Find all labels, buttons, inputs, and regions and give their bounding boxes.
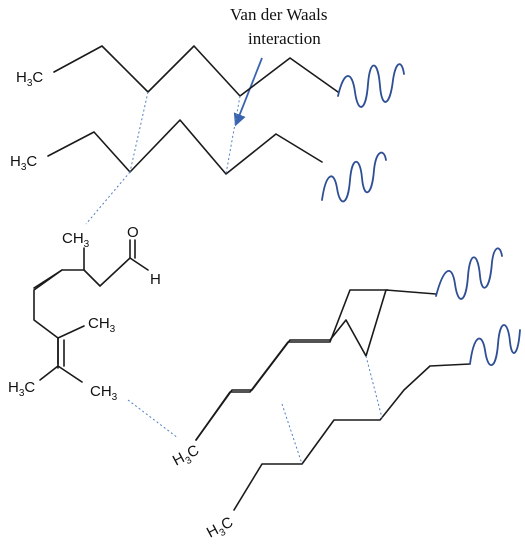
second-chain-methyl-label: H3C	[10, 153, 37, 173]
oxygen-label: O	[127, 224, 139, 241]
vdw-line-2	[225, 95, 241, 175]
vdw-line-3	[85, 171, 131, 225]
lower-alkyl-chain-b	[233, 363, 471, 511]
vdw-line-4	[127, 399, 179, 439]
aldehyde-h-label: H	[150, 271, 161, 288]
surface-wavy-line-upper	[337, 63, 405, 108]
alkene-bottom-methyl-bond	[57, 365, 83, 383]
upper-alkyl-chain	[53, 45, 339, 97]
vdw-line-6	[365, 355, 383, 419]
alkene-left-methyl-label: H3C	[8, 379, 35, 399]
lower-alkyl-chain-a	[195, 289, 437, 441]
lower-chain-b-methyl-label: H3C	[204, 514, 238, 545]
aldehyde-bond	[129, 257, 149, 271]
surface-wavy-line-lower-a	[435, 247, 503, 300]
annotation-arrow	[233, 57, 263, 127]
surface-wavy-line-lower-b	[469, 324, 521, 366]
vdw-line-1	[129, 91, 149, 173]
second-alkyl-chain	[47, 119, 323, 175]
citronellal-backbone	[33, 257, 131, 289]
upper-chain-methyl-label: H3C	[16, 69, 43, 89]
surface-wavy-line-second	[321, 151, 387, 203]
vdw-line-5	[281, 403, 303, 465]
alkene-bottom-methyl-label: CH3	[90, 383, 118, 403]
annotation-line1: Van der Waals	[230, 5, 327, 24]
alkene-left-methyl-bond	[39, 365, 59, 381]
alkene-right-methyl-bond	[57, 325, 85, 339]
lower-chain-a-methyl-label: H3C	[170, 442, 204, 473]
annotation-line2: interaction	[248, 29, 321, 48]
alkene-right-methyl-label: CH3	[88, 315, 116, 335]
lower-alkyl-chain-a-zigzag	[195, 289, 389, 441]
branch-methyl-label: CH3	[62, 230, 90, 250]
